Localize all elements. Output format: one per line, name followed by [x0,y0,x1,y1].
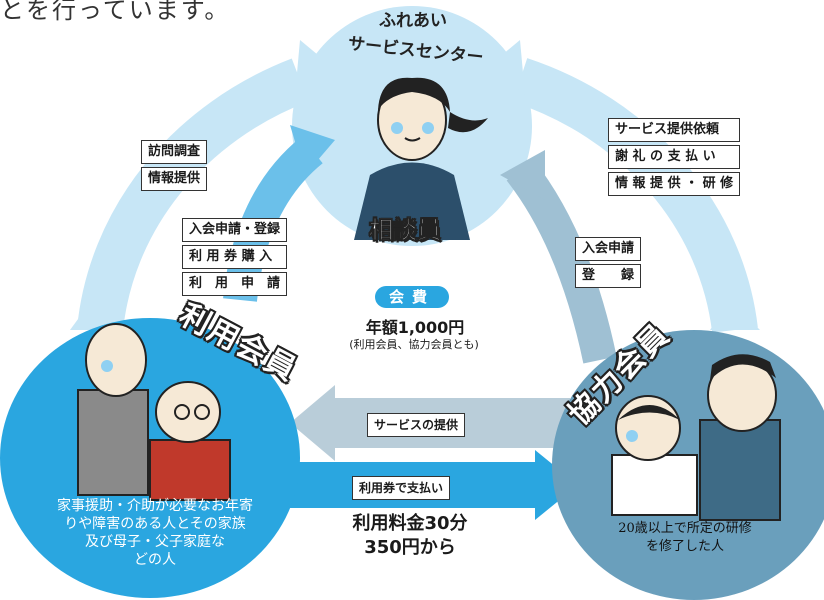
label-join-register: 入会申請・登録 [182,218,288,242]
usage-fee: 利用料金30分 350円から [320,512,500,560]
survey-label-group: 訪問調査 情報提供 [141,140,208,194]
usage-fee-line1: 利用料金30分 [352,513,468,534]
label-coop-register: 登 録 [575,264,642,288]
service-provision-label: サービスの提供 [367,413,466,437]
label-visit-survey: 訪問調査 [141,140,208,164]
label-ticket-purchase: 利 用 券 購 入 [182,245,288,269]
center-title-line1: ふれあい [379,11,447,31]
user-member-description: 家事援助・介助が必要なお年寄 りや障害のある人とその家族 及び母子・父子家庭な … [30,497,280,569]
ticket-payment-label: 利用券で支払い [352,476,451,500]
user-desc-line: 及び母子・父子家庭な [85,534,225,550]
membership-fee-pill: 会費 [375,286,449,308]
label-service-request: サービス提供依頼 [608,118,741,142]
coop-join-label-group: 入会申請 登 録 [575,237,642,291]
cooperating-member-description: 20歳以上で所定の研修 を修了した人 [590,520,780,556]
usage-fee-line2: 350円から [364,537,456,558]
label-info-training: 情 報 提 供 ・ 研 修 [608,172,741,196]
counselor-illustration [354,77,488,240]
coop-request-label-group: サービス提供依頼 謝 礼 の 支 払 い 情 報 提 供 ・ 研 修 [608,118,741,199]
user-request-label-group: 入会申請・登録 利 用 券 購 入 利 用 申 請 [182,218,288,299]
membership-fee-amount: 年額1,000円 [365,318,465,337]
label-reward-payment: 謝 礼 の 支 払 い [608,145,741,169]
user-desc-line: りや障害のある人とその家族 [64,516,246,532]
cooperating-member-illustration [611,354,781,521]
coop-desc-line: を修了した人 [645,539,724,554]
label-info-provision: 情報提供 [141,167,208,191]
user-desc-line: 家事援助・介助が必要なお年寄 [57,498,253,514]
user-desc-line: どの人 [134,552,176,568]
coop-desc-line: 20歳以上で所定の研修 [618,521,752,536]
label-usage-request: 利 用 申 請 [182,272,288,296]
user-member-illustration [77,323,231,501]
header-text: とを行っています。 [0,0,231,24]
illustrations [77,77,781,521]
label-coop-join: 入会申請 [575,237,642,261]
membership-fee-note: (利用会員、協力会員とも) [349,338,479,351]
counselor-label: 相談員 [369,216,442,245]
